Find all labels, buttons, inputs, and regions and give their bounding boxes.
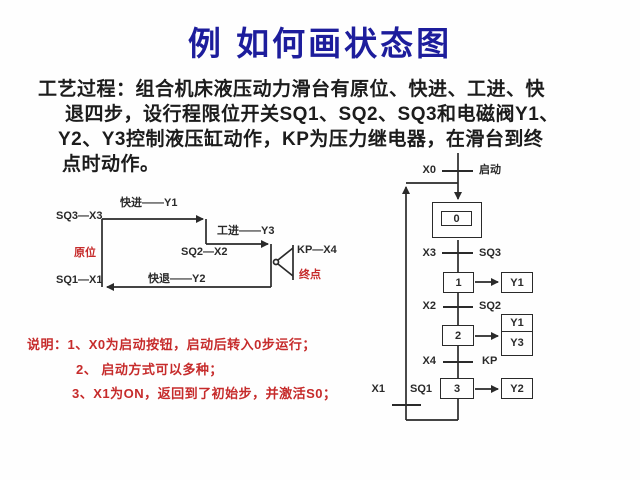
- fast-forward-label: 快进——Y1: [120, 197, 178, 209]
- transition-x4-label: X4: [422, 355, 436, 367]
- sq3-x3-label: SQ3—X3: [56, 210, 103, 222]
- transition-sq3-label: SQ3: [479, 247, 502, 259]
- note-line-3: 3、X1为ON，返回到了初始步，并激活S0；: [72, 386, 337, 401]
- paragraph-line-4: 点时动作。: [62, 154, 160, 175]
- initial-step-box: 0: [441, 211, 472, 226]
- action-y2-box: Y2: [501, 378, 533, 399]
- paragraph-line-3: Y2、Y3控制液压缸动作，KP为压力继电器，在滑台到终: [58, 129, 544, 150]
- paragraph-line-1: 工艺过程：组合机床液压动力滑台有原位、快进、工进、快: [38, 79, 546, 100]
- note-line-1: 说明：1、X0为启动按钮，启动后转入0步运行；: [27, 337, 316, 352]
- transition-kp-label: KP: [482, 355, 498, 367]
- action-y1-cell: Y1: [502, 315, 532, 332]
- slide-title: 例 如何画状态图: [187, 25, 453, 62]
- action-y1-box: Y1: [501, 272, 533, 293]
- transition-sq1-label: SQ1: [410, 383, 433, 395]
- kp-x4-label: KP—X4: [297, 244, 337, 256]
- action-y1-y3-box: Y1 Y3: [501, 314, 533, 356]
- note-line-2: 2、 启动方式可以多种；: [76, 362, 223, 377]
- step-3-box: 3: [440, 378, 474, 399]
- fast-return-label: 快退——Y2: [148, 273, 206, 285]
- sq2-x2-label: SQ2—X2: [181, 246, 228, 258]
- end-point-label: 终点: [299, 269, 321, 281]
- start-label: 启动: [479, 164, 501, 176]
- step-2-box: 2: [442, 325, 474, 346]
- end-stop-roller-icon: [272, 258, 280, 266]
- paragraph-line-2: 退四步，设行程限位开关SQ1、SQ2、SQ3和电磁阀Y1、: [65, 104, 559, 125]
- step-1-box: 1: [443, 272, 474, 293]
- motion-profile-lines: [101, 215, 294, 291]
- initial-step-outer-box: 0: [432, 202, 482, 238]
- transition-sq2-label: SQ2: [479, 300, 502, 312]
- transition-x3-label: X3: [422, 247, 436, 259]
- transition-x2-label: X2: [422, 300, 436, 312]
- home-position-label: 原位: [74, 247, 96, 259]
- work-forward-label: 工进——Y3: [217, 225, 275, 237]
- action-y3-cell: Y3: [510, 337, 524, 349]
- state-diagram-lines: [392, 153, 499, 421]
- transition-x0-label: X0: [422, 164, 436, 176]
- transition-x1-label: X1: [371, 383, 385, 395]
- sq1-x1-label: SQ1—X1: [56, 274, 103, 286]
